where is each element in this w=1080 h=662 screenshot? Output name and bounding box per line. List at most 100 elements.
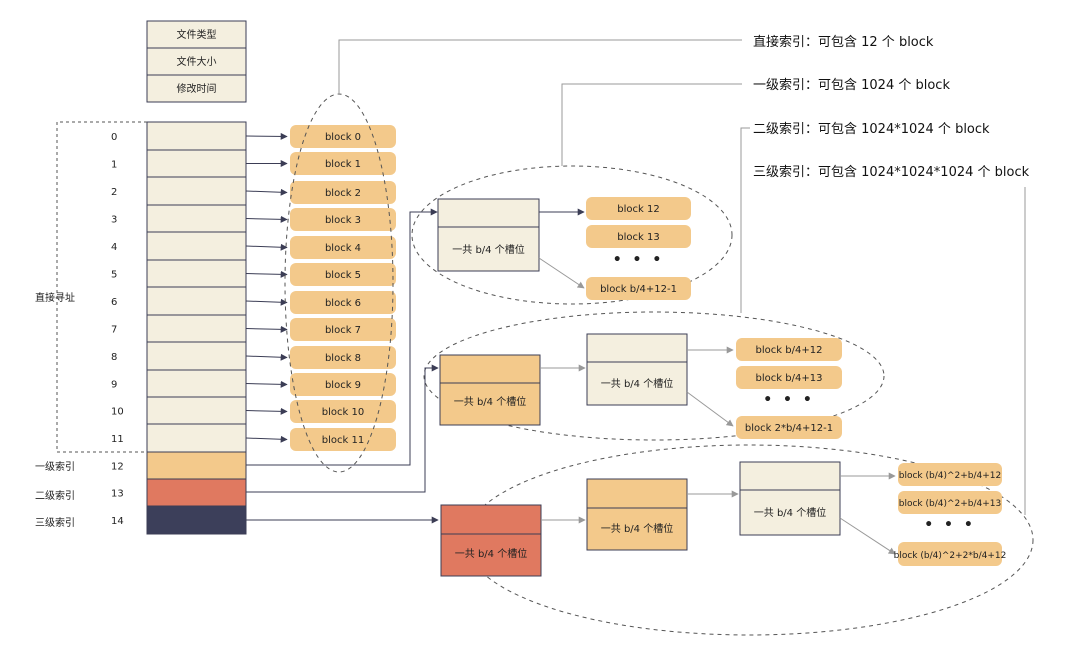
- double-group-ellipse: [423, 311, 885, 441]
- direct-block-box: [290, 346, 396, 369]
- single-block-label: block 13: [617, 232, 659, 243]
- single-slot-label: 一共 b/4 个槽位: [452, 243, 524, 256]
- inode-slot-13: [146, 478, 247, 507]
- header-field-box: [146, 20, 247, 49]
- direct-block-box: [290, 428, 396, 451]
- inode-slot-11: [146, 423, 247, 453]
- double-block-label: block 2*b/4+12-1: [745, 423, 833, 434]
- triple-level2-slot-label: 一共 b/4 个槽位: [601, 522, 673, 535]
- direct-pointer-arrow: [245, 298, 288, 306]
- inode-slot-3: [146, 204, 247, 233]
- direct-address-label: 直接寻址: [35, 291, 75, 304]
- double-level1-block: 一共 b/4 个槽位: [439, 354, 541, 426]
- direct-block-box: [290, 208, 396, 231]
- inode-pointer-table: [146, 121, 247, 535]
- direct-block-box: [290, 236, 396, 259]
- inode-slot-10: [146, 396, 247, 425]
- direct-block-label: block 9: [325, 380, 361, 391]
- triple-block-box: [898, 463, 1002, 486]
- direct-pointer-arrow: [245, 353, 288, 361]
- inode-row-number: 9: [111, 380, 117, 391]
- triple-to-block-arrow: [839, 517, 896, 555]
- triple-block-box: [898, 542, 1002, 566]
- inode-row-number: 2: [111, 187, 117, 198]
- triple-level2-block: 一共 b/4 个槽位: [586, 478, 688, 551]
- single-to-block-arrow: [538, 257, 585, 289]
- single-index-label: 一级索引: [35, 460, 75, 473]
- legend-leader-direct: [338, 39, 742, 94]
- inode-slot-6: [146, 286, 247, 316]
- direct-block-box: [290, 318, 396, 341]
- direct-pointer-arrow: [245, 243, 288, 251]
- inode-slot-1: [146, 149, 247, 178]
- direct-block-box: [290, 373, 396, 396]
- inode-row-number: 1: [111, 160, 117, 171]
- double-level1-slot-label: 一共 b/4 个槽位: [454, 395, 526, 408]
- triple-level3-block: 一共 b/4 个槽位: [739, 461, 841, 536]
- inode-row-number: 0: [111, 132, 117, 143]
- double-level2-block: 一共 b/4 个槽位: [586, 333, 688, 406]
- direct-block-label: block 0: [325, 132, 361, 143]
- triple-index-label: 三级索引: [35, 516, 75, 529]
- inode-slot-0: [146, 121, 247, 151]
- double-block-box: [736, 366, 842, 389]
- double-level2-slot-label: 一共 b/4 个槽位: [601, 377, 673, 390]
- direct-block-box: [290, 291, 396, 314]
- inode-slot-2: [146, 176, 247, 206]
- direct-pointer-arrow: [245, 215, 288, 223]
- double-index-label: 二级索引: [35, 489, 75, 502]
- direct-block-label: block 7: [325, 325, 361, 336]
- inode-header: 文件类型 文件大小 修改时间: [146, 20, 247, 103]
- triple-block-label: block (b/4)^2+b/4+13: [899, 499, 1002, 509]
- direct-block-box: [290, 400, 396, 423]
- header-field-box: [146, 47, 247, 76]
- double-block-label: block b/4+13: [756, 373, 823, 384]
- single-group-ellipse: [411, 165, 733, 305]
- double-index-pointer: [246, 364, 439, 493]
- inode-row-number: 12: [111, 462, 124, 473]
- direct-block-label: block 1: [325, 159, 361, 170]
- double-block-box: [736, 338, 842, 361]
- legend-single: 一级索引：可包含 1024 个 block: [753, 77, 950, 93]
- single-block-box: [586, 225, 691, 248]
- double-block-box: [736, 416, 842, 439]
- double-block-label: block b/4+12: [756, 345, 823, 356]
- direct-block-box: [290, 152, 396, 175]
- direct-block-label: block 6: [325, 298, 361, 309]
- direct-block-box: [290, 181, 396, 204]
- inode-row-number: 11: [111, 434, 124, 445]
- direct-pointer-arrow: [245, 380, 288, 388]
- direct-block-label: block 3: [325, 215, 361, 226]
- inode-row-number: 7: [111, 325, 117, 336]
- header-field-file-size: 文件大小: [177, 55, 217, 68]
- header-field-file-type: 文件类型: [177, 28, 217, 41]
- direct-block-label: block 10: [322, 407, 364, 418]
- single-index-pointer: [246, 208, 438, 466]
- inode-row-number: 5: [111, 270, 117, 281]
- inode-row-number: 8: [111, 352, 117, 363]
- direct-block-label: block 11: [322, 435, 364, 446]
- direct-address-bracket: 直接寻址: [35, 121, 147, 453]
- direct-pointer-arrow: [245, 435, 288, 443]
- double-ellipsis: • • •: [763, 392, 815, 408]
- triple-block-label: block (b/4)^2+2*b/4+12: [894, 551, 1007, 561]
- legend-triple: 三级索引：可包含 1024*1024*1024 个 block: [753, 164, 1030, 180]
- inode-slot-9: [146, 369, 247, 398]
- inode-row-number: 4: [111, 242, 117, 253]
- single-indirect-block: 一共 b/4 个槽位: [437, 198, 540, 272]
- direct-block-label: block 4: [325, 243, 361, 254]
- triple-block-label: block (b/4)^2+b/4+12: [899, 471, 1002, 481]
- single-block-box: [586, 197, 691, 220]
- direct-block-label: block 8: [325, 353, 361, 364]
- single-block-box: [586, 277, 691, 300]
- legend-direct: 直接索引：可包含 12 个 block: [753, 34, 934, 50]
- inode-slot-12: [146, 451, 247, 480]
- inode-row-number: 6: [111, 297, 117, 308]
- triple-ellipsis: • • •: [924, 517, 976, 533]
- direct-pointer-arrow: [245, 407, 288, 415]
- direct-block-box: [290, 125, 396, 148]
- header-field-mtime: 修改时间: [177, 82, 217, 95]
